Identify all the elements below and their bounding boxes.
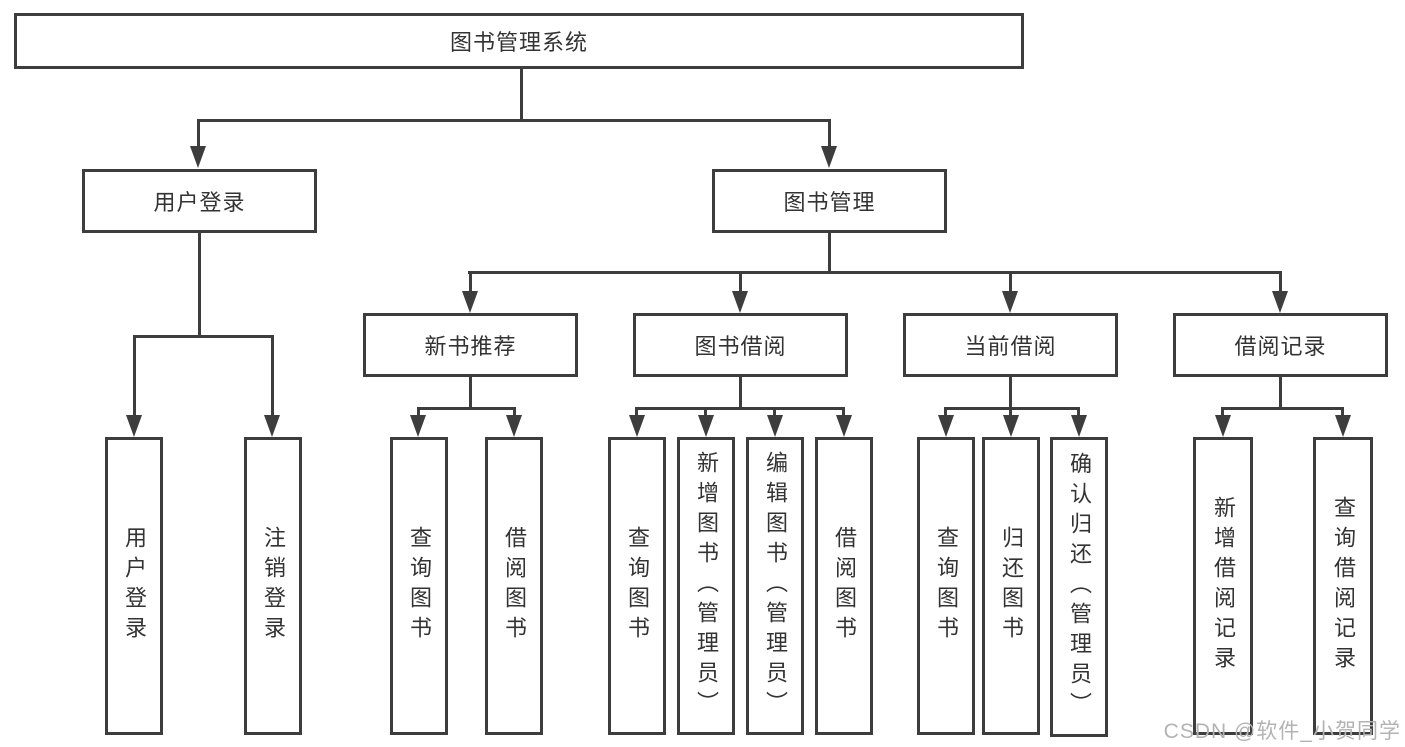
- connector-book-borrowing-trunk: [739, 377, 742, 409]
- arrowhead-leaf: [1071, 415, 1087, 437]
- arrowhead-book-management: [821, 146, 837, 168]
- arrowhead-leaf: [506, 415, 522, 437]
- connector-drop: [635, 407, 638, 417]
- node-label: 新增图书（管理员）: [694, 451, 719, 721]
- node-book-management: 图书管理: [712, 169, 947, 233]
- connector-drop: [417, 407, 420, 417]
- leaf-borrow-books-recommend: 借阅图书: [485, 437, 543, 735]
- connector-user-login-trunk: [198, 233, 201, 337]
- connector-drop: [704, 407, 707, 417]
- node-borrowing-records: 借阅记录: [1173, 313, 1388, 377]
- connector-drop: [773, 407, 776, 417]
- connector-level3-splitter: [468, 271, 1282, 274]
- connector-drop: [1077, 407, 1080, 417]
- connector-book-management-trunk: [828, 233, 831, 273]
- connector-new-book-splitter: [417, 407, 516, 410]
- leaf-add-book-admin: 新增图书（管理员）: [677, 437, 735, 735]
- arrowhead-leaf: [1335, 415, 1351, 437]
- leaf-query-books-borrowing: 查询图书: [608, 437, 666, 735]
- arrowhead-current-borrowing: [1002, 291, 1018, 313]
- arrowhead-leaf: [1215, 415, 1231, 437]
- connector-drop-leaf-user-login: [133, 335, 136, 416]
- arrowhead-book-borrowing: [732, 291, 748, 313]
- arrowhead-leaf: [1003, 415, 1019, 437]
- connector-drop-new-book: [469, 271, 472, 292]
- node-label: 当前借阅: [964, 334, 1057, 359]
- leaf-return-book: 归还图书: [982, 437, 1040, 735]
- arrowhead-new-book: [462, 291, 478, 313]
- connector-drop-book-borrowing: [739, 271, 742, 292]
- leaf-logout: 注销登录: [244, 437, 302, 735]
- node-label: 借阅图书: [502, 526, 527, 646]
- leaf-query-books-recommend: 查询图书: [390, 437, 448, 735]
- node-label: 查询图书: [407, 526, 432, 646]
- leaf-edit-book-admin: 编辑图书（管理员）: [746, 437, 804, 735]
- node-label: 确认归还（管理员）: [1067, 452, 1092, 722]
- node-current-borrowing: 当前借阅: [903, 313, 1118, 377]
- connector-root-splitter: [197, 119, 831, 122]
- node-label: 用户登录: [153, 190, 246, 215]
- connector-drop: [1341, 407, 1344, 417]
- leaf-add-borrow-record: 新增借阅记录: [1193, 437, 1253, 735]
- connector-drop: [1221, 407, 1224, 417]
- connector-drop-leaf-logout: [271, 335, 274, 416]
- arrowhead-leaf-logout: [264, 415, 280, 437]
- arrowhead-user-login: [190, 146, 206, 168]
- connector-new-book-trunk: [469, 377, 472, 409]
- node-library-management-system: 图书管理系统: [14, 13, 1024, 69]
- node-label: 图书借阅: [694, 334, 787, 359]
- node-label: 注销登录: [261, 526, 286, 646]
- connector-drop: [513, 407, 516, 417]
- connector-current-borrowing-trunk: [1009, 377, 1012, 409]
- node-label: 图书管理系统: [449, 30, 588, 55]
- arrowhead-leaf: [629, 415, 645, 437]
- connector-drop-current-borrowing: [1009, 271, 1012, 292]
- connector-drop: [1009, 407, 1012, 417]
- node-label: 新书推荐: [424, 334, 517, 359]
- leaf-query-borrow-record: 查询借阅记录: [1313, 437, 1373, 735]
- connector-borrowing-records-splitter: [1221, 407, 1344, 410]
- arrowhead-leaf: [938, 415, 954, 437]
- arrowhead-leaf: [698, 415, 714, 437]
- node-label: 图书管理: [783, 190, 876, 215]
- connector-drop-borrowing-records: [1279, 271, 1282, 292]
- arrowhead-leaf: [767, 415, 783, 437]
- node-label: 查询图书: [934, 526, 959, 646]
- arrowhead-leaf: [836, 415, 852, 437]
- arrowhead-borrowing-records: [1272, 291, 1288, 313]
- node-label: 查询借阅记录: [1331, 496, 1356, 676]
- connector-drop-user-login: [197, 119, 200, 148]
- connector-drop: [842, 407, 845, 417]
- arrowhead-leaf-user-login: [126, 415, 142, 437]
- node-label: 编辑图书（管理员）: [763, 451, 788, 721]
- leaf-user-login: 用户登录: [105, 437, 163, 735]
- connector-current-borrowing-splitter: [944, 407, 1080, 410]
- connector-book-borrowing-splitter: [635, 407, 845, 410]
- leaf-query-books-current: 查询图书: [917, 437, 975, 735]
- node-label: 查询图书: [625, 526, 650, 646]
- node-label: 借阅记录: [1234, 334, 1327, 359]
- node-label: 归还图书: [999, 526, 1024, 646]
- leaf-confirm-return-admin: 确认归还（管理员）: [1050, 437, 1108, 737]
- leaf-borrow-books-borrowing: 借阅图书: [815, 437, 873, 735]
- connector-user-login-splitter: [133, 335, 274, 338]
- node-label: 新增借阅记录: [1211, 496, 1236, 676]
- node-user-login: 用户登录: [82, 169, 317, 233]
- node-new-book-recommendation: 新书推荐: [363, 313, 578, 377]
- watermark: CSDN @软件_小贺同学: [1163, 720, 1401, 743]
- connector-drop: [944, 407, 947, 417]
- arrowhead-leaf: [410, 415, 426, 437]
- connector-drop-book-management: [828, 119, 831, 148]
- node-label: 用户登录: [122, 526, 147, 646]
- node-label: 借阅图书: [832, 526, 857, 646]
- connector-root-trunk: [520, 69, 523, 121]
- connector-borrowing-records-trunk: [1279, 377, 1282, 409]
- node-book-borrowing: 图书借阅: [633, 313, 848, 377]
